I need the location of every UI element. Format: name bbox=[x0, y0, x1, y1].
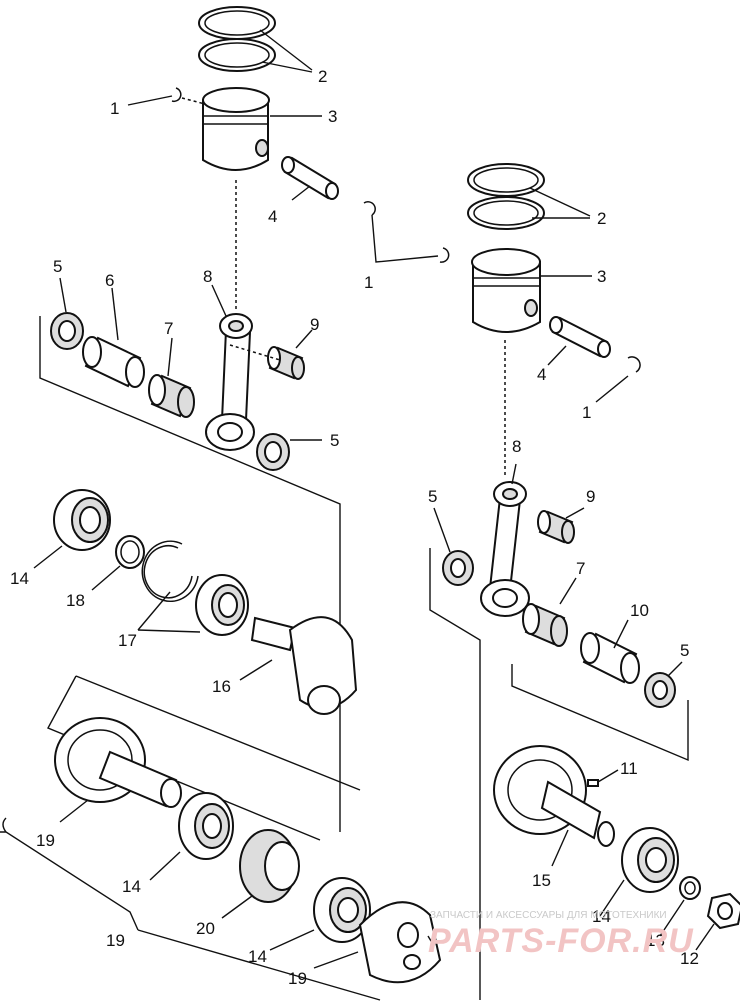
piston-rings-right bbox=[467, 163, 545, 230]
needle-bearing-left-big bbox=[148, 374, 195, 418]
callout-14-lower-a: 14 bbox=[122, 877, 141, 896]
piston-pin-left bbox=[281, 156, 339, 200]
piston-rings-left bbox=[198, 6, 276, 72]
snap-ring-left bbox=[141, 540, 199, 602]
callout-11: 11 bbox=[620, 759, 638, 778]
callout-9-right: 9 bbox=[586, 487, 595, 506]
needle-bearing-right-small bbox=[537, 510, 575, 544]
callout-3-right: 3 bbox=[597, 267, 606, 286]
callout-2-left: 2 bbox=[318, 67, 327, 86]
watermark-brand: PARTS-FOR.RU bbox=[428, 922, 694, 960]
callout-1-middle: 1 bbox=[364, 273, 373, 292]
callout-7-right: 7 bbox=[576, 559, 585, 578]
thrust-washer-left-a bbox=[50, 312, 84, 350]
callout-9-left: 9 bbox=[310, 315, 319, 334]
callout-2-right: 2 bbox=[597, 209, 606, 228]
connecting-rod-left bbox=[205, 313, 255, 451]
main-bearing-left-top bbox=[53, 489, 111, 551]
callout-7-left: 7 bbox=[164, 319, 173, 338]
callout-17: 17 bbox=[118, 631, 137, 650]
circlip-left-b bbox=[363, 201, 376, 216]
callout-12: 12 bbox=[680, 949, 699, 968]
crank-pin-right bbox=[580, 632, 640, 684]
callout-16: 16 bbox=[212, 677, 231, 696]
crank-pin-left bbox=[82, 336, 145, 388]
crank-half-right bbox=[493, 745, 615, 847]
callout-6: 6 bbox=[105, 271, 114, 290]
callout-13: 13 bbox=[646, 931, 665, 950]
main-bearing-right bbox=[621, 827, 679, 893]
callout-5-right-top: 5 bbox=[428, 487, 437, 506]
thrust-washer-right-b bbox=[644, 672, 676, 708]
seal-ring-left bbox=[115, 535, 145, 569]
crank-half-left bbox=[250, 616, 358, 715]
needle-bearing-right-big bbox=[522, 603, 568, 647]
callout-1-left-top: 1 bbox=[110, 99, 119, 118]
watermark-caption: ЗАПЧАСТИ И АКСЕССУАРЫ ДЛЯ МОТОТЕХНИКИ bbox=[430, 910, 667, 921]
crank-half-lower bbox=[358, 901, 442, 984]
callout-14-lower-b: 14 bbox=[248, 947, 267, 966]
circlip-left-a bbox=[171, 87, 182, 103]
nut-right bbox=[706, 892, 740, 930]
circlip-right-b bbox=[627, 356, 641, 373]
callout-3-left: 3 bbox=[328, 107, 337, 126]
piston-pin-right bbox=[549, 316, 611, 358]
washer-right bbox=[679, 876, 701, 900]
callout-8-right: 8 bbox=[512, 437, 521, 456]
callout-8-left: 8 bbox=[203, 267, 212, 286]
piston-left bbox=[202, 87, 270, 171]
woodruff-key bbox=[587, 779, 599, 787]
shaft-left bbox=[98, 750, 182, 808]
callout-19-flywheel: 19 bbox=[36, 831, 55, 850]
callout-4-left: 4 bbox=[268, 207, 277, 226]
main-bearing-lower-a bbox=[178, 792, 234, 860]
callout-18: 18 bbox=[66, 591, 85, 610]
callout-14-top: 14 bbox=[10, 569, 29, 588]
main-bearing-lower-b bbox=[313, 877, 371, 943]
circlip-right-a bbox=[439, 247, 450, 263]
callout-19-assembly: 19 bbox=[106, 931, 125, 950]
callout-15: 15 bbox=[532, 871, 551, 890]
callout-14-right: 14 bbox=[592, 907, 611, 926]
callout-10: 10 bbox=[630, 601, 649, 620]
callout-5-left-bottom: 5 bbox=[330, 431, 339, 450]
leader-lines bbox=[33, 29, 715, 969]
watermark: ЗАПЧАСТИ И АКСЕССУАРЫ ДЛЯ МОТОТЕХНИКИ PA… bbox=[420, 908, 740, 998]
thrust-washer-left-b bbox=[256, 433, 290, 471]
needle-bearing-left-small bbox=[267, 346, 305, 380]
thrust-washer-right-a bbox=[442, 550, 474, 586]
callout-19-crank: 19 bbox=[288, 969, 307, 988]
connecting-rod-right bbox=[480, 481, 530, 617]
callout-1-right: 1 bbox=[582, 403, 591, 422]
labyrinth-seal bbox=[239, 829, 300, 903]
main-bearing-left-mid bbox=[195, 574, 249, 636]
callout-20: 20 bbox=[196, 919, 215, 938]
callout-5-left-top: 5 bbox=[53, 257, 62, 276]
callout-5-right-bottom: 5 bbox=[680, 641, 689, 660]
callout-4-right: 4 bbox=[537, 365, 546, 384]
piston-right bbox=[471, 248, 541, 333]
